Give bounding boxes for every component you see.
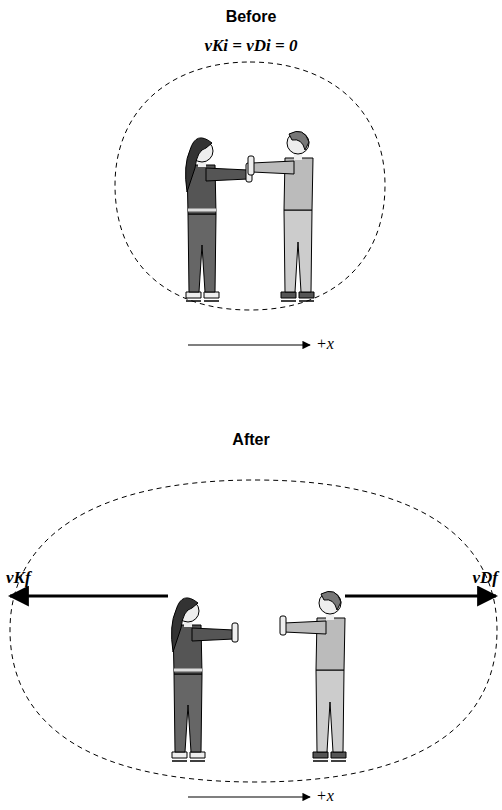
axis-label: +x bbox=[316, 787, 334, 805]
skater-d bbox=[280, 591, 346, 761]
panel-heading: Before bbox=[226, 8, 277, 26]
skater-d bbox=[248, 131, 314, 301]
velocity-label: vKi = vDi = 0 bbox=[204, 36, 297, 56]
velocity-arrow bbox=[10, 595, 168, 598]
system-boundary bbox=[10, 480, 497, 782]
panel-heading: After bbox=[232, 431, 269, 449]
skater-k bbox=[186, 138, 252, 301]
skater-k bbox=[172, 598, 238, 761]
velocity-arrow bbox=[345, 595, 496, 598]
axis-arrow bbox=[188, 796, 310, 797]
velocity-label: vDf bbox=[473, 568, 498, 588]
velocity-label: vKf bbox=[6, 568, 31, 588]
system-boundary bbox=[115, 62, 385, 310]
axis-label: +x bbox=[316, 335, 334, 353]
axis-arrow bbox=[188, 344, 310, 345]
